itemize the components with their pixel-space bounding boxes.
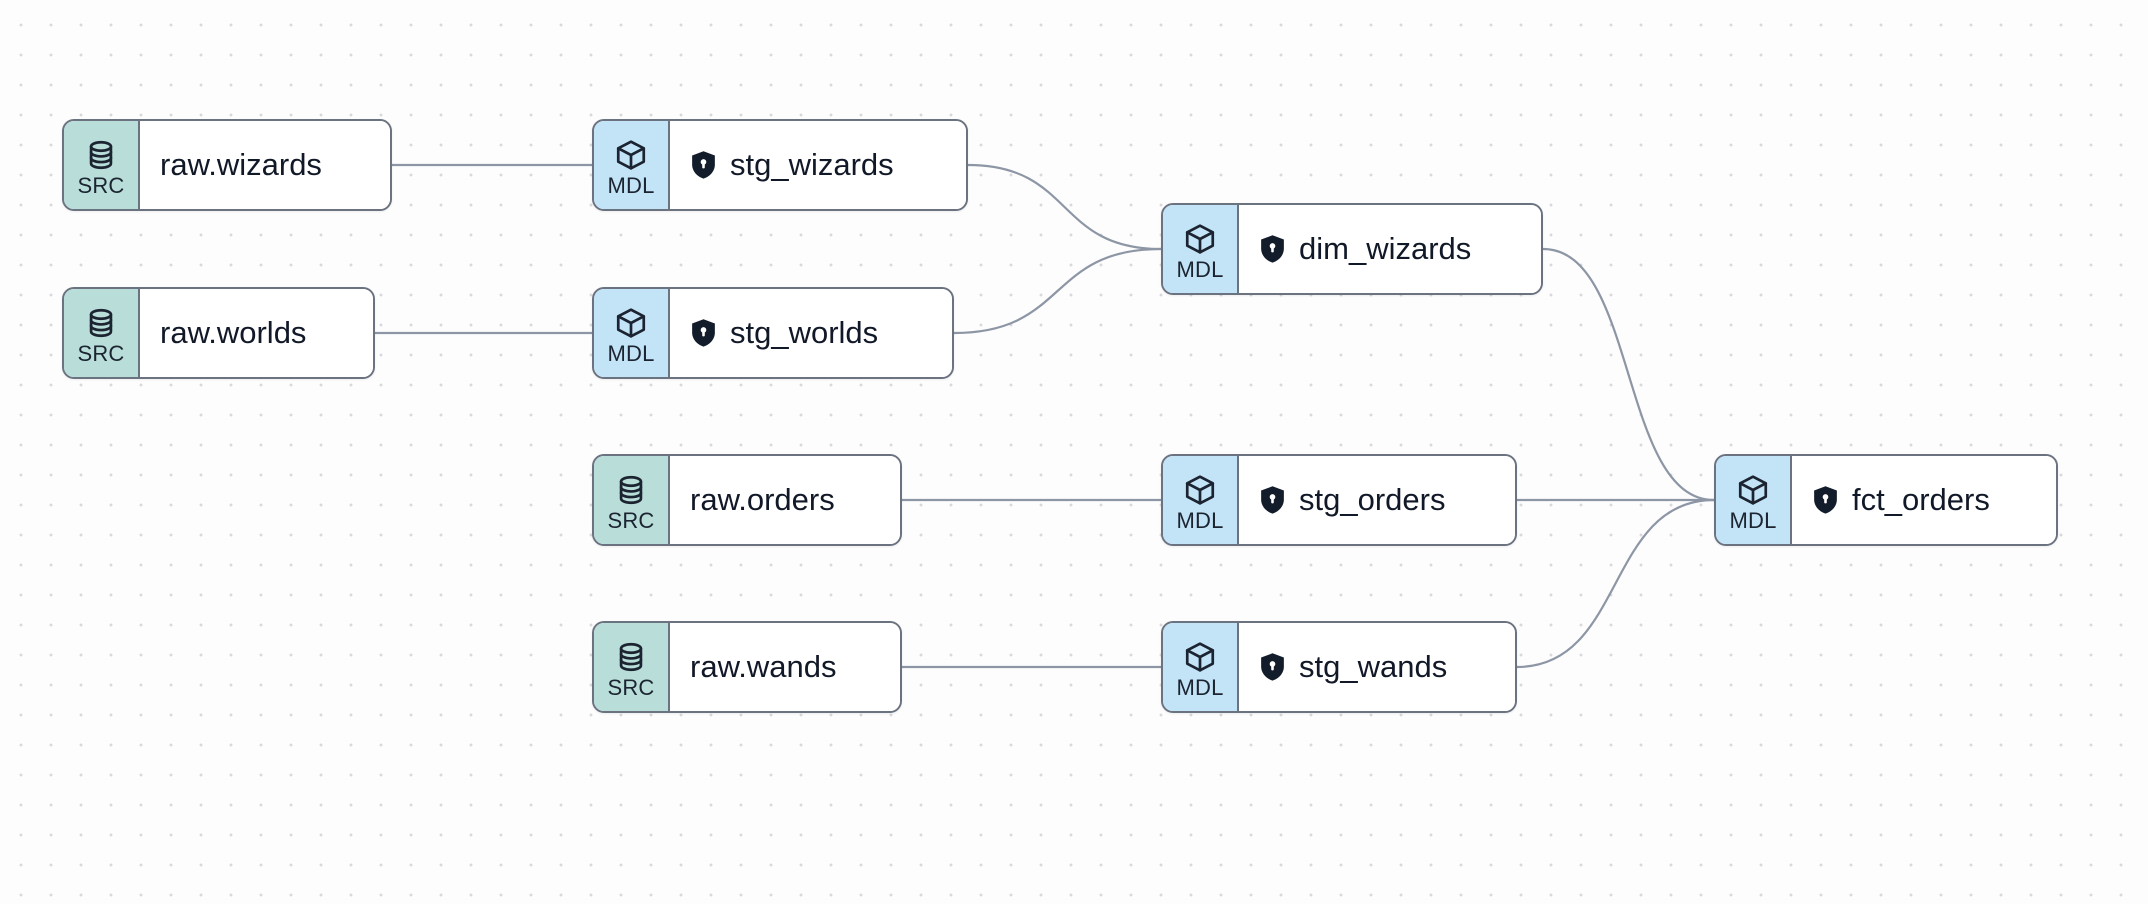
shield-lock-icon	[690, 150, 717, 180]
node-kind-label: SRC	[77, 340, 125, 366]
cube-icon	[1183, 473, 1217, 507]
shield-lock-icon	[1812, 485, 1839, 515]
node-kind-badge-mdl: MDL	[1163, 623, 1239, 711]
node-body[interactable]: stg_orders	[1239, 456, 1515, 544]
node-kind-badge-mdl: MDL	[1163, 205, 1239, 293]
node-kind-label: MDL	[607, 172, 655, 198]
cube-icon	[1183, 222, 1217, 256]
edge-stg_wands-to-fct_orders	[1515, 498, 1716, 669]
shield-lock-icon	[1259, 652, 1286, 682]
node-label: stg_wizards	[730, 147, 894, 182]
node-kind-label: SRC	[77, 172, 125, 198]
lineage-node-stg_wizards[interactable]: MDL stg_wizards	[592, 119, 968, 211]
node-body[interactable]: stg_worlds	[670, 289, 952, 377]
lineage-node-raw_worlds[interactable]: SRC raw.worlds	[62, 287, 375, 379]
node-body[interactable]: raw.worlds	[140, 289, 373, 377]
node-kind-badge-mdl: MDL	[1716, 456, 1792, 544]
edge-stg_wizards-to-dim_wizards	[966, 163, 1163, 251]
node-body[interactable]: fct_orders	[1792, 456, 2056, 544]
node-label: raw.worlds	[160, 315, 307, 350]
node-kind-badge-src: SRC	[64, 121, 140, 209]
node-kind-badge-src: SRC	[594, 623, 670, 711]
database-icon	[84, 306, 118, 340]
node-body[interactable]: stg_wizards	[670, 121, 966, 209]
node-kind-label: SRC	[607, 507, 655, 533]
node-kind-badge-mdl: MDL	[1163, 456, 1239, 544]
database-icon	[614, 640, 648, 674]
shield-lock-icon	[690, 318, 717, 348]
shield-lock-icon	[1259, 485, 1286, 515]
lineage-node-stg_wands[interactable]: MDL stg_wands	[1161, 621, 1517, 713]
node-label: stg_worlds	[730, 315, 879, 350]
shield-lock-icon	[1259, 234, 1286, 264]
node-kind-badge-src: SRC	[64, 289, 140, 377]
node-label: stg_wands	[1299, 649, 1448, 684]
node-kind-label: MDL	[1176, 256, 1224, 282]
cube-icon	[614, 138, 648, 172]
node-label: fct_orders	[1852, 482, 1990, 517]
database-icon	[614, 473, 648, 507]
node-label: raw.wands	[690, 649, 837, 684]
node-body[interactable]: stg_wands	[1239, 623, 1515, 711]
node-label: stg_orders	[1299, 482, 1446, 517]
edge-dim_wizards-to-fct_orders	[1541, 247, 1716, 502]
node-kind-label: MDL	[1176, 507, 1224, 533]
node-kind-label: SRC	[607, 674, 655, 700]
lineage-node-raw_wands[interactable]: SRC raw.wands	[592, 621, 902, 713]
node-label: dim_wizards	[1299, 231, 1472, 266]
cube-icon	[1183, 640, 1217, 674]
database-icon	[84, 138, 118, 172]
node-kind-label: MDL	[1176, 674, 1224, 700]
node-kind-badge-mdl: MDL	[594, 121, 670, 209]
lineage-node-stg_orders[interactable]: MDL stg_orders	[1161, 454, 1517, 546]
node-label: raw.orders	[690, 482, 835, 517]
node-kind-badge-src: SRC	[594, 456, 670, 544]
cube-icon	[1736, 473, 1770, 507]
node-body[interactable]: dim_wizards	[1239, 205, 1541, 293]
lineage-node-raw_orders[interactable]: SRC raw.orders	[592, 454, 902, 546]
node-label: raw.wizards	[160, 147, 322, 182]
lineage-node-stg_worlds[interactable]: MDL stg_worlds	[592, 287, 954, 379]
cube-icon	[614, 306, 648, 340]
node-body[interactable]: raw.orders	[670, 456, 900, 544]
lineage-node-fct_orders[interactable]: MDL fct_orders	[1714, 454, 2058, 546]
lineage-node-dim_wizards[interactable]: MDL dim_wizards	[1161, 203, 1543, 295]
node-body[interactable]: raw.wizards	[140, 121, 390, 209]
node-kind-label: MDL	[607, 340, 655, 366]
node-body[interactable]: raw.wands	[670, 623, 900, 711]
node-kind-label: MDL	[1729, 507, 1777, 533]
node-kind-badge-mdl: MDL	[594, 289, 670, 377]
lineage-node-raw_wizards[interactable]: SRC raw.wizards	[62, 119, 392, 211]
edge-stg_worlds-to-dim_wizards	[952, 247, 1163, 335]
